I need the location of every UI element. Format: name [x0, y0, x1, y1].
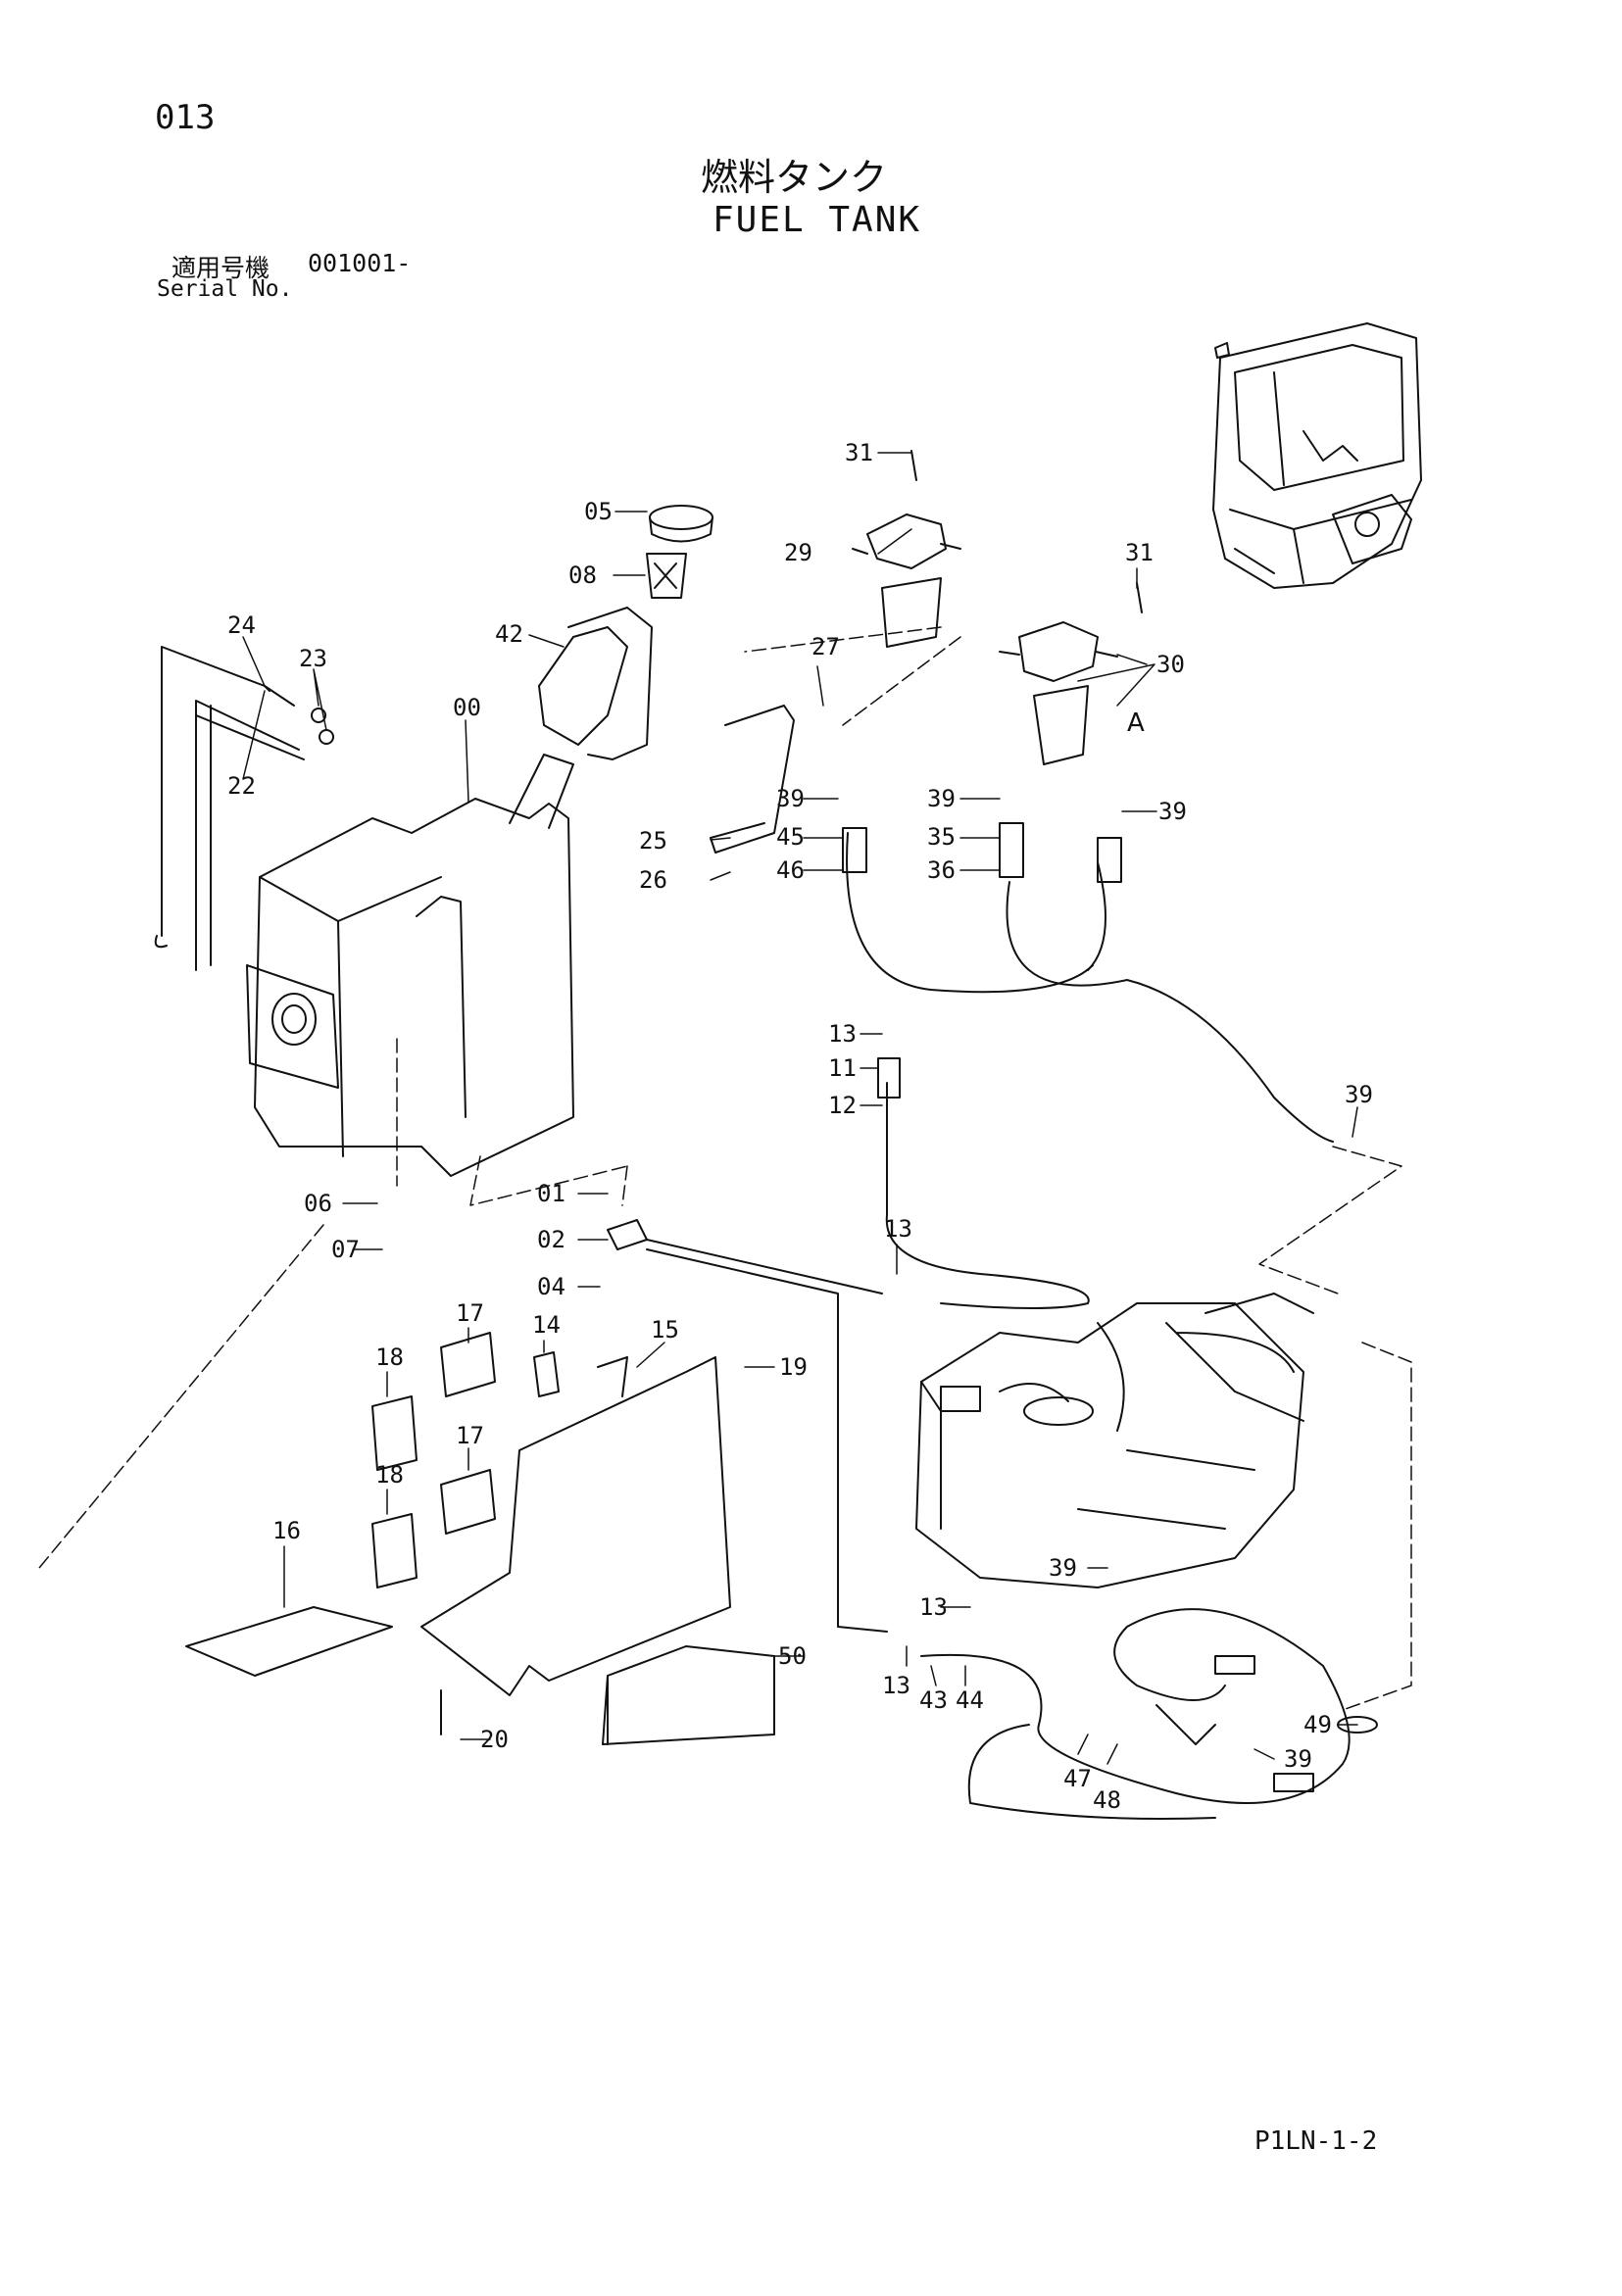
callout-17a: 17 — [456, 1299, 484, 1327]
tank-straps — [154, 646, 305, 971]
callout-22: 22 — [227, 772, 256, 800]
callout-47: 47 — [1063, 1765, 1092, 1792]
callout-24: 24 — [227, 611, 256, 639]
fuel-cap — [649, 505, 713, 543]
callout-05: 05 — [584, 498, 613, 525]
callout-39b: 39 — [927, 785, 956, 812]
excavator-thumbnail — [1212, 322, 1422, 589]
callout-12: 12 — [828, 1092, 857, 1119]
bracket-25 — [710, 705, 795, 854]
callout-02: 02 — [537, 1226, 565, 1253]
serial-label-english: Serial No. — [157, 276, 293, 302]
callout-labels: 31 05 29 31 08 42 24 23 27 30 A 00 22 39… — [227, 439, 1373, 1814]
callout-31a: 31 — [845, 439, 873, 466]
callout-15: 15 — [651, 1316, 679, 1343]
strainer — [646, 553, 687, 599]
callout-45: 45 — [776, 823, 805, 851]
engine-block — [915, 1293, 1314, 1588]
pad-16 — [185, 1606, 393, 1677]
callout-00: 00 — [453, 694, 481, 721]
fuel-tank — [246, 754, 574, 1177]
pad-18a — [371, 1395, 418, 1471]
callout-07: 07 — [331, 1236, 360, 1263]
callout-29: 29 — [784, 539, 812, 566]
title-japanese: 燃料タンク — [701, 156, 888, 199]
callout-30: 30 — [1156, 651, 1185, 678]
hose-loop-lower — [920, 1608, 1351, 1820]
insulator-50 — [602, 1645, 775, 1745]
serial-label-japanese: 適用号機 — [172, 254, 270, 282]
callout-39d: 39 — [1345, 1081, 1373, 1108]
callout-17b: 17 — [456, 1422, 484, 1449]
fuel-line-02 — [607, 1219, 888, 1633]
page-code: P1LN-1-2 — [1254, 2126, 1378, 2156]
callout-42: 42 — [495, 620, 523, 648]
callout-04: 04 — [537, 1273, 565, 1300]
callout-01: 01 — [537, 1180, 565, 1207]
callout-39c: 39 — [1158, 798, 1187, 825]
callout-16: 16 — [272, 1517, 301, 1544]
callout-leaders — [242, 452, 1358, 1765]
callout-13b: 13 — [884, 1215, 912, 1243]
hose-assembly-upper — [842, 822, 1334, 1143]
callout-31b: 31 — [1125, 539, 1154, 566]
callout-23: 23 — [299, 645, 327, 672]
callout-46: 46 — [776, 856, 805, 884]
callout-A: A — [1127, 708, 1145, 738]
callout-27: 27 — [811, 633, 840, 660]
callout-43: 43 — [919, 1686, 948, 1714]
callout-13c: 13 — [919, 1593, 948, 1621]
callout-18a: 18 — [375, 1343, 404, 1371]
pad-18b — [371, 1513, 418, 1588]
callout-14: 14 — [532, 1311, 561, 1339]
callout-35: 35 — [927, 823, 956, 851]
heat-shield-15 — [420, 1356, 731, 1735]
callout-06: 06 — [304, 1190, 332, 1217]
pad-14 — [533, 1351, 560, 1397]
serial-value: 001001- — [308, 249, 412, 277]
callout-08: 08 — [568, 562, 597, 589]
callout-20: 20 — [480, 1726, 509, 1753]
callout-39e: 39 — [1049, 1554, 1077, 1582]
callout-13a: 13 — [828, 1020, 857, 1048]
callout-39f: 39 — [1284, 1745, 1312, 1773]
callout-49: 49 — [1303, 1711, 1332, 1738]
callout-39a: 39 — [776, 785, 805, 812]
callout-11: 11 — [828, 1054, 857, 1082]
callout-18b: 18 — [375, 1461, 404, 1489]
title-english: FUEL TANK — [713, 200, 922, 240]
callout-36: 36 — [927, 856, 956, 884]
callout-48: 48 — [1093, 1786, 1121, 1814]
leader-lines — [38, 626, 1412, 1711]
callout-44: 44 — [956, 1686, 984, 1714]
callout-26: 26 — [639, 866, 667, 894]
callout-13d: 13 — [882, 1672, 910, 1699]
pad-17a — [440, 1332, 496, 1397]
callout-25: 25 — [639, 827, 667, 855]
filler-neck — [538, 607, 653, 760]
fuel-filter-30 — [999, 582, 1143, 765]
page-number: 013 — [155, 98, 216, 137]
callout-19: 19 — [779, 1353, 808, 1381]
callout-50: 50 — [778, 1642, 807, 1670]
hose-11-12 — [877, 1057, 1090, 1309]
fuel-filter-29 — [852, 450, 961, 648]
pad-17b — [440, 1469, 496, 1535]
